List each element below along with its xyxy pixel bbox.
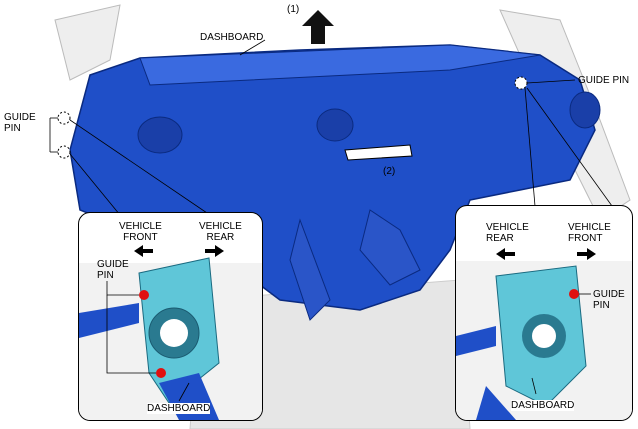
guide-pin-label-right: GUIDE PIN xyxy=(578,75,630,86)
step-1-label: (1) xyxy=(287,4,300,15)
arrow-left-icon xyxy=(344,144,413,161)
arrow-left-icon xyxy=(134,245,153,257)
arrow-right-icon xyxy=(577,248,596,260)
dashboard-label: DASHBOARD xyxy=(147,403,211,414)
guide-pin-marker xyxy=(156,368,166,378)
guide-pin-marker xyxy=(569,289,579,299)
dashboard-label: DASHBOARD xyxy=(511,400,575,411)
step-2-label: (2) xyxy=(383,166,396,177)
arrow-left-icon xyxy=(496,248,515,260)
dashboard-label: DASHBOARD xyxy=(200,32,264,43)
arrow-up-icon xyxy=(302,10,334,44)
guide-pin-marker xyxy=(139,290,149,300)
arrow-right-icon xyxy=(205,245,224,257)
